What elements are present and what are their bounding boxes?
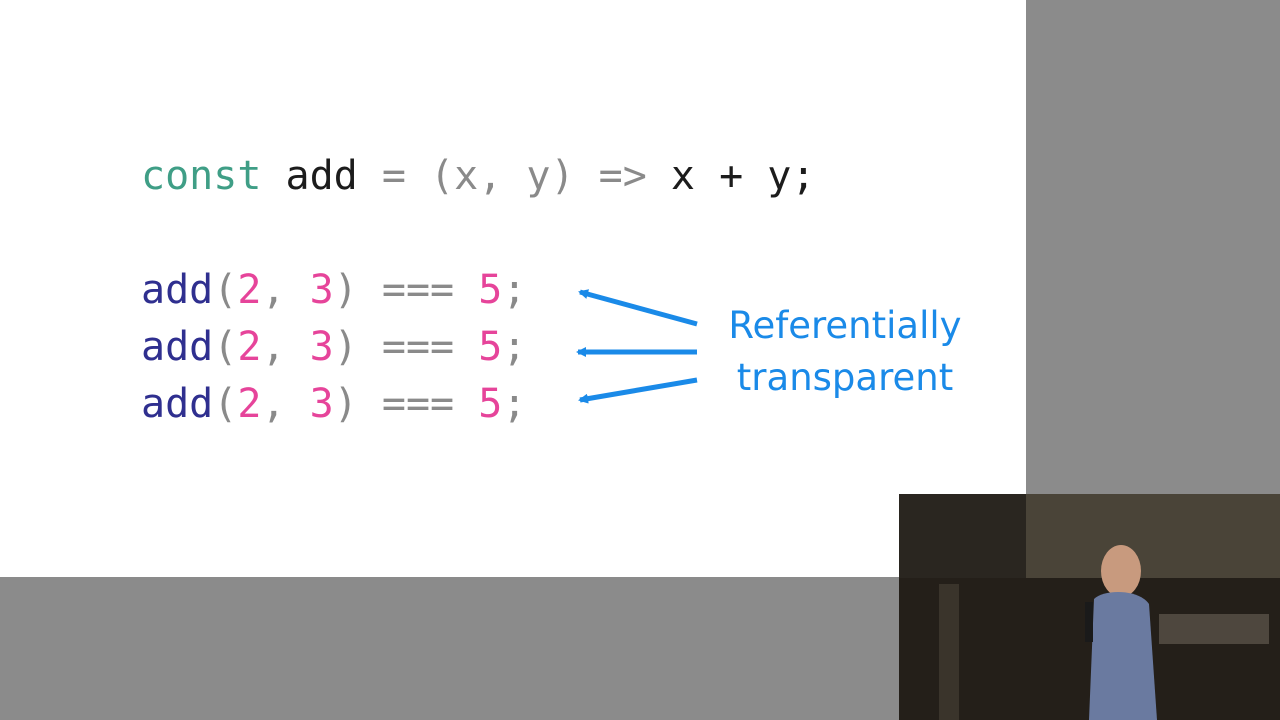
result: 5 bbox=[478, 324, 503, 370]
annotation-arrows bbox=[576, 289, 698, 404]
paren-close: ) bbox=[333, 381, 358, 427]
assign-operator: = bbox=[381, 153, 406, 199]
paren-open: ( bbox=[213, 267, 238, 313]
arg-a: 2 bbox=[237, 381, 262, 427]
function-name: add bbox=[285, 153, 358, 199]
code-line-call-1: add(2, 3) === 5; bbox=[141, 266, 526, 314]
result: 5 bbox=[478, 381, 503, 427]
strict-equal: === bbox=[381, 324, 455, 370]
comma: , bbox=[261, 324, 310, 370]
semicolon: ; bbox=[502, 324, 527, 370]
function-body: x + y; bbox=[670, 153, 816, 199]
call-fn: add bbox=[141, 267, 214, 313]
call-fn: add bbox=[141, 381, 214, 427]
arrow-to-line-1 bbox=[578, 289, 698, 327]
code-line-call-3: add(2, 3) === 5; bbox=[141, 380, 526, 428]
video-ceiling bbox=[1026, 494, 1280, 584]
speaker-video-inset bbox=[899, 494, 1280, 720]
arg-b: 3 bbox=[309, 267, 334, 313]
arg-b: 3 bbox=[309, 324, 334, 370]
arrow-to-line-3 bbox=[578, 377, 698, 404]
result: 5 bbox=[478, 267, 503, 313]
semicolon: ; bbox=[502, 381, 527, 427]
call-fn: add bbox=[141, 324, 214, 370]
params: (x, y) bbox=[430, 153, 575, 199]
arg-a: 2 bbox=[237, 267, 262, 313]
comma: , bbox=[261, 267, 310, 313]
annotation-label: Referentially transparent bbox=[700, 300, 990, 404]
code-line-call-2: add(2, 3) === 5; bbox=[141, 323, 526, 371]
slide: const add = (x, y) => x + y; add(2, 3) =… bbox=[0, 0, 1026, 577]
annotation-line-1: Referentially bbox=[728, 304, 962, 347]
code-line-definition: const add = (x, y) => x + y; bbox=[141, 152, 815, 200]
semicolon: ; bbox=[502, 267, 527, 313]
arrow-operator: => bbox=[598, 153, 647, 199]
arg-b: 3 bbox=[309, 381, 334, 427]
strict-equal: === bbox=[381, 381, 455, 427]
strict-equal: === bbox=[381, 267, 455, 313]
annotation-line-2: transparent bbox=[736, 356, 954, 399]
keyword-const: const bbox=[141, 153, 262, 199]
paren-open: ( bbox=[213, 324, 238, 370]
paren-close: ) bbox=[333, 324, 358, 370]
comma: , bbox=[261, 381, 310, 427]
arg-a: 2 bbox=[237, 324, 262, 370]
speaker-silhouette-icon bbox=[899, 545, 1280, 720]
paren-open: ( bbox=[213, 381, 238, 427]
paren-close: ) bbox=[333, 267, 358, 313]
